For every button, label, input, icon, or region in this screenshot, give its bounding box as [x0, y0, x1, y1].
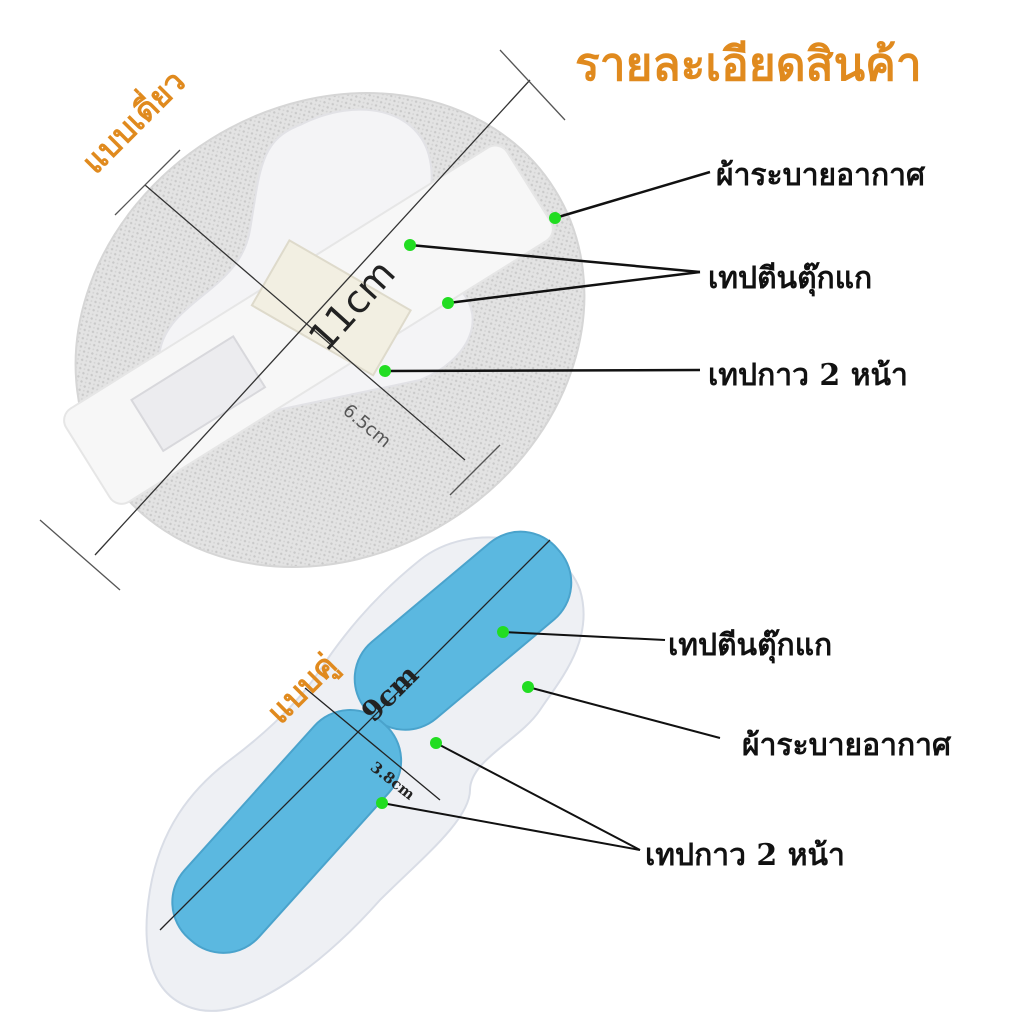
- callout-velcro-tape: เทปตีนตุ๊กแก: [708, 261, 873, 296]
- length-dimension-line: [159, 539, 551, 931]
- marker-dot: [442, 297, 454, 309]
- callout-line-fabric: [554, 170, 711, 220]
- marker-dot: [430, 737, 442, 749]
- callout-line-velcro-2: [447, 270, 701, 305]
- width-dimension-line: [304, 687, 441, 801]
- strap-window: [130, 334, 267, 453]
- marker-dot: [497, 626, 509, 638]
- page-title: รายละเอียดสินค้า: [575, 37, 922, 91]
- callout-velcro-tape: เทปตีนตุ๊กแก: [668, 628, 833, 663]
- callout-double-sided-tape: เทปกาว 2 หน้า: [645, 838, 845, 873]
- length-dimension-line: [94, 79, 531, 556]
- single-patch: [39, 49, 711, 591]
- blue-velcro-strap-lower: [171, 708, 403, 954]
- width-dimension-line: [144, 184, 466, 461]
- marker-dot: [379, 365, 391, 377]
- callout-line-adhesive-2: [381, 802, 641, 851]
- marker-dot: [404, 239, 416, 251]
- callout-line-adhesive: [384, 368, 701, 373]
- callout-line-adhesive-1: [435, 742, 641, 851]
- marker-dot: [549, 212, 561, 224]
- blue-velcro-strap-upper: [353, 530, 573, 731]
- callout-breathable-fabric: ผ้าระบายอากาศ: [742, 728, 952, 763]
- callout-line-velcro: [502, 631, 666, 641]
- double-patch: [145, 530, 721, 1012]
- callout-line-velcro-1: [409, 243, 701, 274]
- callout-breathable-fabric: ผ้าระบายอากาศ: [716, 158, 926, 193]
- callout-line-fabric: [527, 686, 721, 739]
- adhesive-band: [250, 238, 412, 377]
- marker-dot: [522, 681, 534, 693]
- callout-double-sided-tape: เทปกาว 2 หน้า: [708, 358, 908, 393]
- marker-dot: [376, 797, 388, 809]
